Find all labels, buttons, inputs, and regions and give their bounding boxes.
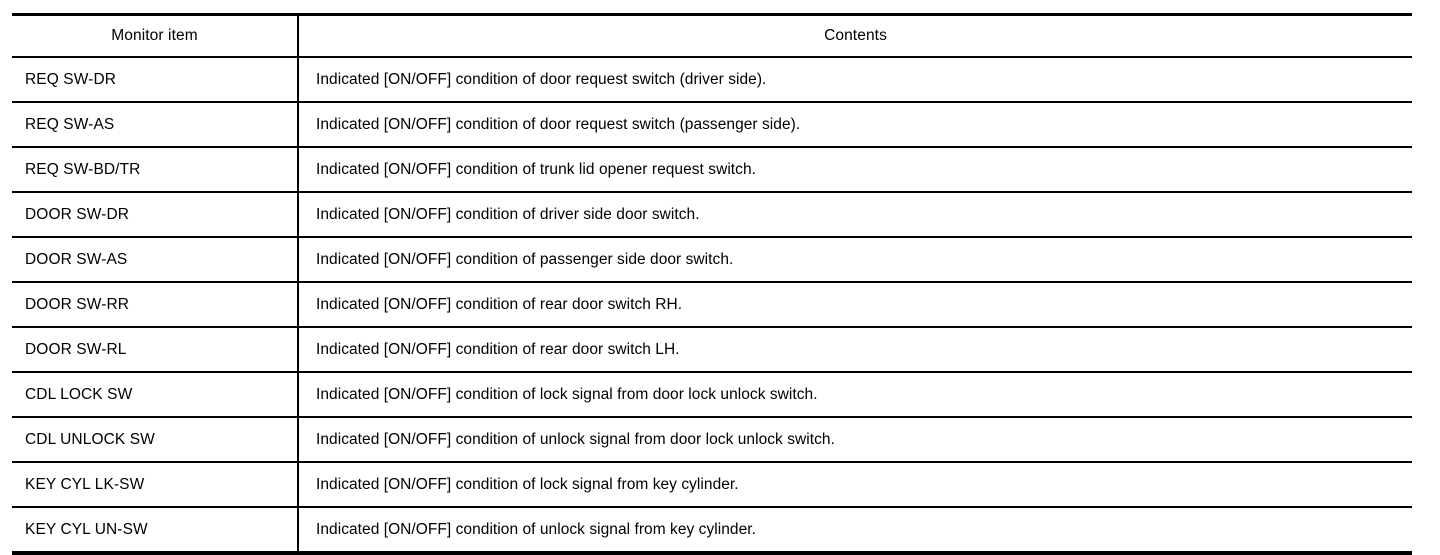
cell-contents: Indicated [ON/OFF] condition of lock sig… <box>298 372 1412 418</box>
cell-contents: Indicated [ON/OFF] condition of rear doo… <box>298 327 1412 373</box>
cell-contents: Indicated [ON/OFF] condition of door req… <box>298 57 1412 103</box>
table-header: Monitor item Contents <box>12 14 1412 58</box>
cell-monitor-item: KEY CYL LK-SW <box>12 462 299 508</box>
cell-contents: Indicated [ON/OFF] condition of unlock s… <box>298 417 1412 463</box>
cell-monitor-item: CDL UNLOCK SW <box>12 417 299 463</box>
cell-monitor-item: DOOR SW-RR <box>12 282 299 328</box>
cell-monitor-item: DOOR SW-RL <box>12 327 299 373</box>
cell-monitor-item: DOOR SW-DR <box>12 192 299 238</box>
table-row: CDL UNLOCK SW Indicated [ON/OFF] conditi… <box>12 417 1412 463</box>
cell-monitor-item: CDL LOCK SW <box>12 372 299 418</box>
cell-contents: Indicated [ON/OFF] condition of rear doo… <box>298 282 1412 328</box>
table-row: REQ SW-DR Indicated [ON/OFF] condition o… <box>12 57 1412 103</box>
monitor-item-table: Monitor item Contents REQ SW-DR Indicate… <box>12 13 1412 555</box>
cell-contents: Indicated [ON/OFF] condition of door req… <box>298 102 1412 148</box>
table-body: REQ SW-DR Indicated [ON/OFF] condition o… <box>12 57 1412 553</box>
column-header-monitor-item: Monitor item <box>12 14 299 58</box>
table-row: KEY CYL UN-SW Indicated [ON/OFF] conditi… <box>12 507 1412 553</box>
table-row: DOOR SW-AS Indicated [ON/OFF] condition … <box>12 237 1412 283</box>
cell-monitor-item: REQ SW-DR <box>12 57 299 103</box>
monitor-item-table-container: Monitor item Contents REQ SW-DR Indicate… <box>12 13 1412 555</box>
column-header-contents: Contents <box>298 14 1412 58</box>
cell-monitor-item: REQ SW-BD/TR <box>12 147 299 193</box>
cell-contents: Indicated [ON/OFF] condition of passenge… <box>298 237 1412 283</box>
cell-contents: Indicated [ON/OFF] condition of driver s… <box>298 192 1412 238</box>
table-row: DOOR SW-RR Indicated [ON/OFF] condition … <box>12 282 1412 328</box>
cell-monitor-item: REQ SW-AS <box>12 102 299 148</box>
cell-contents: Indicated [ON/OFF] condition of lock sig… <box>298 462 1412 508</box>
table-header-row: Monitor item Contents <box>12 14 1412 58</box>
table-row: REQ SW-AS Indicated [ON/OFF] condition o… <box>12 102 1412 148</box>
table-row: DOOR SW-DR Indicated [ON/OFF] condition … <box>12 192 1412 238</box>
table-row: CDL LOCK SW Indicated [ON/OFF] condition… <box>12 372 1412 418</box>
cell-monitor-item: KEY CYL UN-SW <box>12 507 299 553</box>
table-row: DOOR SW-RL Indicated [ON/OFF] condition … <box>12 327 1412 373</box>
cell-contents: Indicated [ON/OFF] condition of trunk li… <box>298 147 1412 193</box>
table-row: KEY CYL LK-SW Indicated [ON/OFF] conditi… <box>12 462 1412 508</box>
cell-contents: Indicated [ON/OFF] condition of unlock s… <box>316 520 756 538</box>
cell-monitor-item: DOOR SW-AS <box>12 237 299 283</box>
table-row: REQ SW-BD/TR Indicated [ON/OFF] conditio… <box>12 147 1412 193</box>
